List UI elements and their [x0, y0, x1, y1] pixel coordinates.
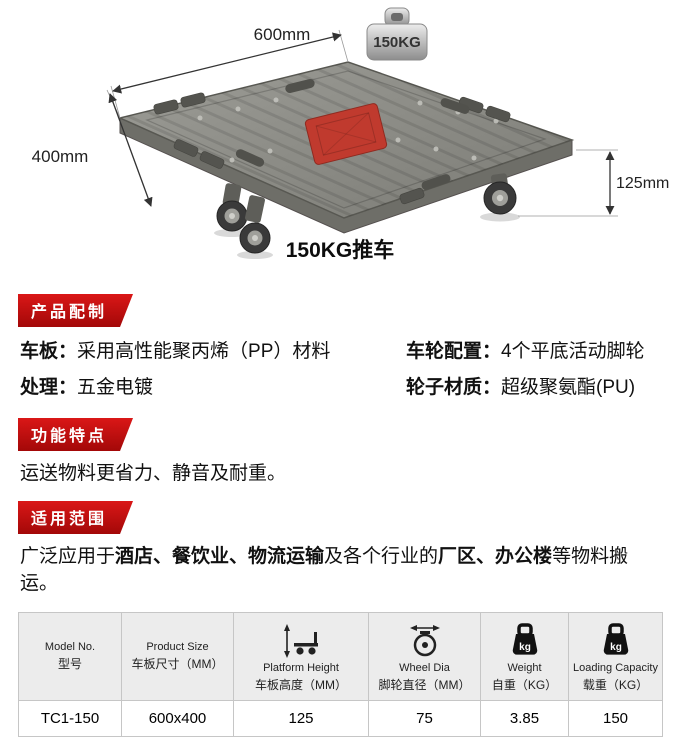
config-label: 轮子材质：: [406, 377, 502, 398]
wheel-shadows: [214, 212, 520, 259]
config-item-board: 车板：采用高性能聚丙烯（PP）材料: [20, 337, 398, 366]
config-label: 车轮配置：: [406, 341, 502, 362]
kg-glyph: kg: [610, 642, 622, 653]
wheel-diameter-icon: [371, 621, 478, 659]
trolley-illustration: 600mm 400mm 125mm 150KG 150KG推车: [32, 7, 669, 262]
section-title-product-config: 产品配制: [18, 294, 133, 327]
caster-wheel-left: [216, 183, 248, 232]
spec-header-loading: kg Loading Capacity 载重（KG）: [568, 612, 663, 701]
config-item-finish: 处理：五金电镀: [20, 373, 398, 402]
dimension-400: 400mm: [32, 89, 153, 207]
weight-badge-label: 150KG: [373, 34, 421, 51]
weight-kg-icon: kg: [483, 621, 566, 659]
dim-left-label: 400mm: [32, 147, 89, 166]
features-text: 运送物料更省力、静音及耐重。: [20, 463, 287, 484]
spec-header-weight: kg Weight 自重（KG）: [480, 612, 569, 701]
caster-wheel-right: [483, 173, 517, 215]
header-en: Product Size: [146, 641, 209, 653]
header-zh: 型号: [57, 657, 82, 671]
header-en: Platform Height: [263, 661, 339, 674]
config-item-wheel-config: 车轮配置：4个平底活动脚轮: [406, 337, 660, 366]
spec-header-row: Model No. 型号 Product Size 车板尺寸（MM）: [18, 612, 663, 701]
weight-badge: 150KG: [366, 7, 428, 61]
scope-text: 广泛应用于酒店、餐饮业、物流运输及各个行业的厂区、办公楼等物料搬运。: [20, 543, 660, 597]
dim-right-label: 125mm: [616, 175, 669, 192]
caster-wheel-front: [239, 195, 271, 254]
config-value: 五金电镀: [77, 377, 154, 398]
config-label: 处理：: [20, 377, 78, 398]
product-config-list: 车板：采用高性能聚丙烯（PP）材料 车轮配置：4个平底活动脚轮 处理：五金电镀 …: [20, 337, 660, 402]
dim-top-label: 600mm: [254, 25, 311, 44]
scope-segment: 广泛应用于: [20, 546, 116, 567]
scope-segment: 及各个行业的: [324, 546, 439, 567]
section-title-scope: 适用范围: [18, 501, 133, 534]
header-en: Wheel Dia: [399, 661, 450, 674]
header-en: Loading Capacity: [572, 661, 658, 674]
header-zh: 自重（KG）: [491, 677, 558, 692]
header-zh: 载重（KG）: [582, 677, 649, 692]
red-center-pad: [304, 103, 388, 165]
header-en: Weight: [507, 661, 542, 674]
config-value: 超级聚氨酯(PU): [501, 377, 636, 398]
header-zh: 车板高度（MM）: [255, 677, 347, 692]
kg-glyph: kg: [519, 642, 531, 653]
header-en: Model No.: [44, 641, 96, 653]
spec-header-model: Model No. 型号: [18, 612, 122, 701]
section-title-features: 功能特点: [18, 418, 133, 451]
scope-segment-bold: 酒店、餐饮业、物流运输: [115, 546, 325, 567]
config-value: 采用高性能聚丙烯（PP）材料: [77, 341, 331, 362]
spec-header-wheel-dia: Wheel Dia 脚轮直径（MM）: [368, 612, 481, 701]
product-caption: 150KG推车: [286, 238, 395, 262]
section-scope: 适用范围 广泛应用于酒店、餐饮业、物流运输及各个行业的厂区、办公楼等物料搬运。: [0, 487, 680, 597]
spec-header-size: Product Size 车板尺寸（MM）: [121, 612, 234, 701]
platform-height-icon: [236, 621, 366, 659]
spec-header-platform-height: Platform Height 车板高度（MM）: [233, 612, 369, 701]
product-illustration: 600mm 400mm 125mm 150KG 150KG推车: [0, 0, 680, 268]
config-item-wheel-material: 轮子材质：超级聚氨酯(PU): [406, 373, 660, 402]
trolley-deck: [117, 61, 575, 219]
dimension-125: 125mm: [518, 149, 669, 217]
spec-table: Model No. 型号 Product Size 车板尺寸（MM）: [18, 612, 663, 737]
loading-capacity-icon: kg: [571, 621, 660, 659]
section-features: 功能特点 运送物料更省力、静音及耐重。: [0, 402, 680, 487]
section-product-config: 产品配制 车板：采用高性能聚丙烯（PP）材料 车轮配置：4个平底活动脚轮 处理：…: [0, 268, 680, 402]
config-label: 车板：: [20, 341, 78, 362]
scope-segment-bold: 厂区、办公楼: [438, 546, 553, 567]
corner-latches: [153, 92, 511, 205]
header-zh: 车板尺寸（MM）: [131, 657, 224, 671]
scope-segment: 等物料搬运。: [20, 546, 629, 594]
config-value: 4个平底活动脚轮: [501, 341, 645, 362]
header-zh: 脚轮直径（MM）: [378, 677, 471, 692]
